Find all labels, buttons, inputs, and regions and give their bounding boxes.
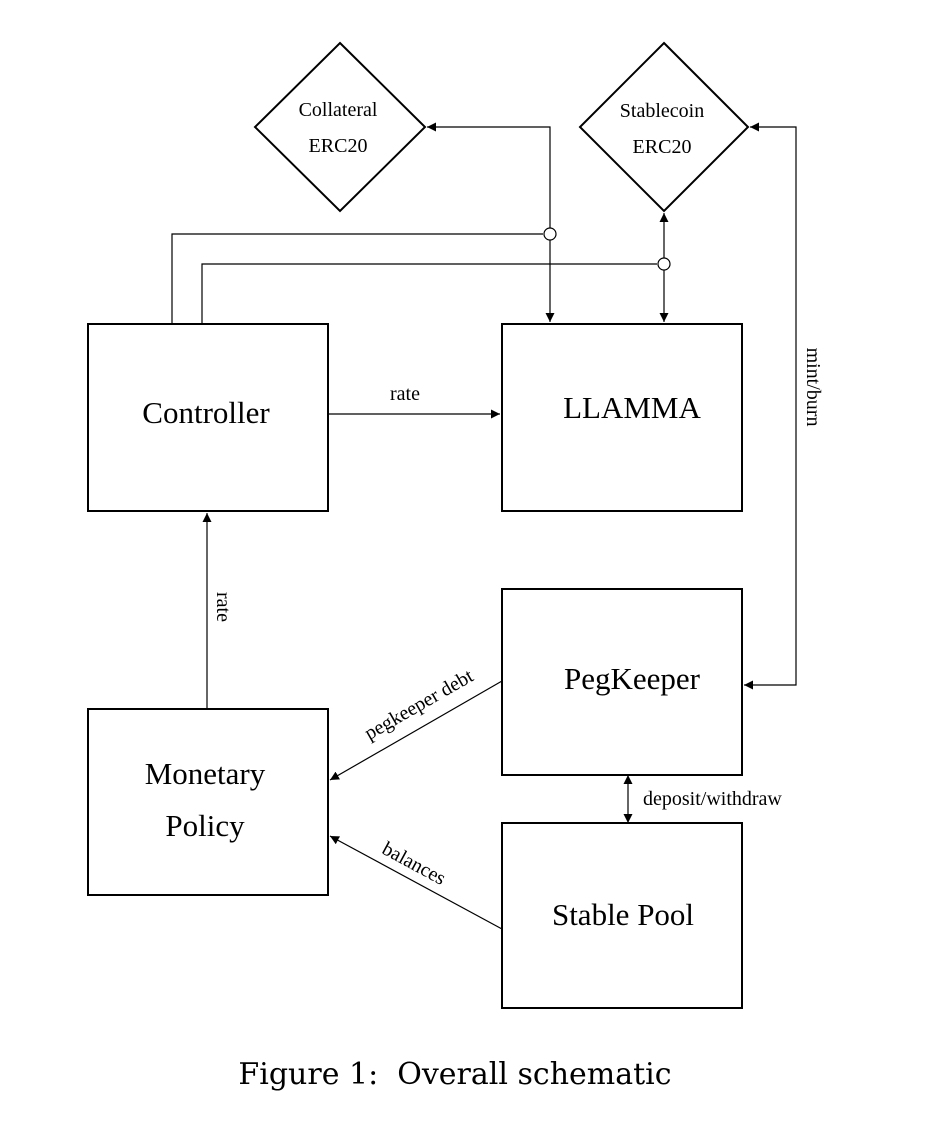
rate-label-top: rate xyxy=(390,383,420,405)
collateral-erc20-label: ERC20 xyxy=(309,135,368,157)
policy-label: Policy xyxy=(165,808,245,843)
pegkeeper-label: PegKeeper xyxy=(564,661,701,696)
rate-label-vertical: rate xyxy=(212,592,234,622)
controller-box xyxy=(87,323,329,512)
stablecoin-label: Stablecoin xyxy=(620,100,704,122)
mint-burn-label: mint/burn xyxy=(802,348,824,427)
llamma-box xyxy=(501,323,743,512)
pegkeeper-box xyxy=(501,588,743,776)
controller-label: Controller xyxy=(142,395,270,430)
llamma-label: LLAMMA xyxy=(563,390,701,425)
controller-stablecoin-line xyxy=(201,263,657,324)
stable-pool-label: Stable Pool xyxy=(552,897,694,932)
controller-collateral-line xyxy=(171,233,543,324)
llamma-collateral-arrow xyxy=(427,122,555,322)
collateral-erc20-diamond xyxy=(253,41,427,213)
deposit-withdraw-label: deposit/withdraw xyxy=(643,788,782,810)
collateral-label: Collateral xyxy=(299,99,378,121)
pool-policy-balances-arrow xyxy=(329,835,503,930)
monetary-label: Monetary xyxy=(145,756,266,791)
stablecoin-pegkeeper-mintburn-arrow xyxy=(744,122,797,690)
pegkeeper-policy-debt-arrow xyxy=(329,680,503,781)
crossing-hop-collateral xyxy=(543,227,557,241)
crossing-hop-stablecoin xyxy=(657,257,671,271)
figure-caption: Figure 1: Overall schematic xyxy=(238,1057,671,1092)
stablecoin-erc20-label: ERC20 xyxy=(633,136,692,158)
stablecoin-erc20-diamond xyxy=(578,41,750,213)
stable-pool-box xyxy=(501,822,743,1009)
monetary-policy-box xyxy=(87,708,329,896)
